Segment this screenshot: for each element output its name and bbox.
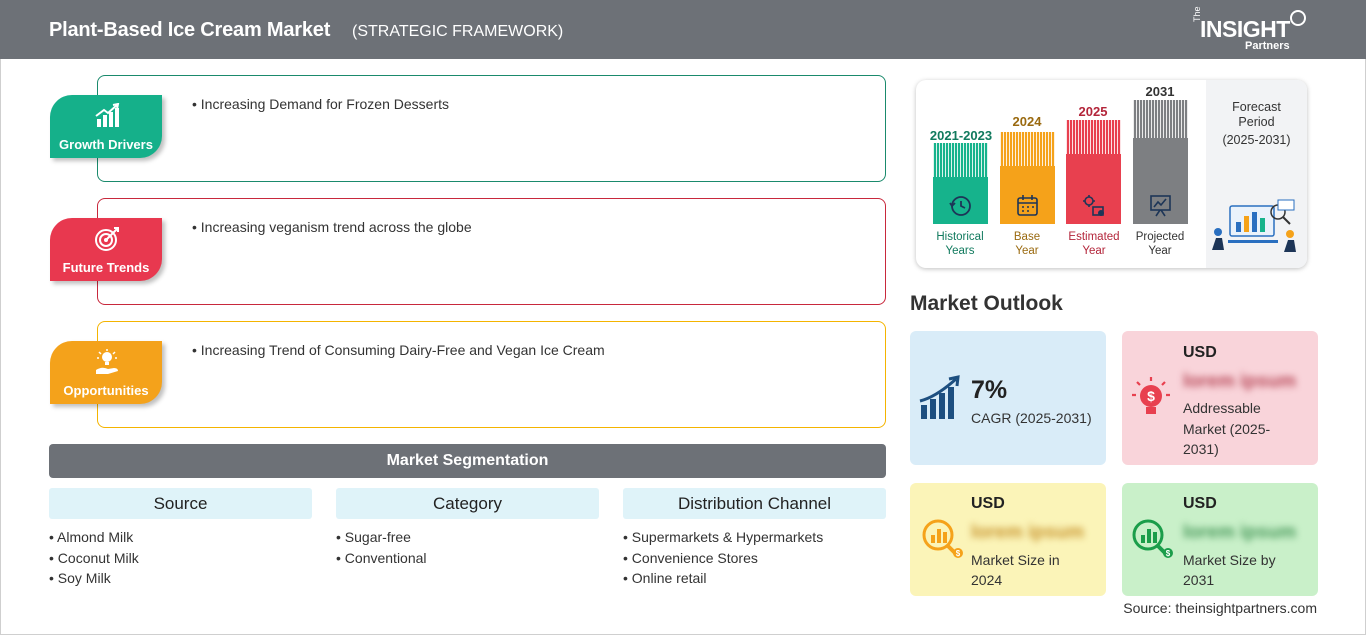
- segment-item: Online retail: [623, 568, 886, 589]
- card-bullet: • Increasing Trend of Consuming Dairy-Fr…: [192, 342, 605, 358]
- bar-year-historical: 2021-2023: [929, 128, 993, 143]
- bar-estimated: [1066, 120, 1121, 224]
- addressable-usd: USD: [1183, 344, 1217, 361]
- tag-growth-drivers: Growth Drivers: [50, 95, 162, 158]
- segment-item: Convenience Stores: [623, 548, 886, 569]
- card-growth-drivers: • Increasing Demand for Frozen Desserts: [97, 75, 886, 182]
- size-2024-label: 2024: [971, 572, 1003, 588]
- svg-text:$: $: [1166, 549, 1171, 558]
- bar-year-base: 2024: [1012, 114, 1042, 129]
- segment-category: Category Sugar-free Conventional: [336, 488, 599, 568]
- analytics-people-icon: [1212, 199, 1296, 252]
- lightbulb-hand-icon: [96, 349, 118, 374]
- page-title: Plant-Based Ice Cream Market: [49, 19, 331, 41]
- bar-year-estimated: 2025: [1078, 104, 1108, 119]
- insight-partners-logo[interactable]: The INSIGHT Partners: [1190, 6, 1310, 52]
- size-2024-usd: USD: [971, 495, 1005, 512]
- bar-projected: [1133, 100, 1188, 224]
- cagr-box: 7% CAGR (2025-2031): [910, 331, 1106, 465]
- tag-label: Future Trends: [62, 260, 150, 275]
- presentation-icon: [1150, 195, 1171, 217]
- bar-caption: Years: [945, 245, 975, 257]
- logo-partners: Partners: [1245, 40, 1290, 52]
- segment-item: Coconut Milk: [49, 548, 312, 569]
- source-credit: Source: theinsightpartners.com: [1123, 600, 1317, 616]
- forecast-range: (2025-2031): [1222, 133, 1291, 147]
- bar-caption: Year: [1148, 245, 1172, 257]
- bar-caption: Estimated: [1068, 231, 1120, 243]
- tag-label: Opportunities: [63, 383, 149, 398]
- segment-item: Supermarkets & Hypermarkets: [623, 527, 886, 548]
- bar-historical: [933, 143, 988, 224]
- growth-chart-icon: [95, 103, 120, 127]
- segment-head: Source: [49, 488, 312, 519]
- card-future-trends: • Increasing veganism trend across the g…: [97, 198, 886, 305]
- magnifier-chart-icon: $: [922, 519, 963, 558]
- addressable-label: Market (2025-: [1183, 421, 1271, 437]
- target-icon: [95, 227, 119, 251]
- bar-caption: Year: [1015, 245, 1039, 257]
- calendar-icon: [1017, 195, 1038, 216]
- card-bullet: • Increasing Demand for Frozen Desserts: [192, 96, 450, 112]
- bar-base: [1000, 132, 1055, 224]
- tag-opportunities: Opportunities: [50, 341, 162, 404]
- size-2031-label: Market Size by: [1183, 552, 1276, 568]
- size-2024-value: lorem ipsum: [971, 522, 1084, 543]
- segment-distribution-channel: Distribution Channel Supermarkets & Hype…: [623, 488, 886, 589]
- segment-item: Soy Milk: [49, 568, 312, 589]
- svg-text:$: $: [956, 549, 961, 558]
- segment-head: Distribution Channel: [623, 488, 886, 519]
- forecast-label: Forecast: [1232, 100, 1281, 114]
- timeline-panel: Forecast Period (2025-2031): [916, 80, 1307, 268]
- tag-label: Growth Drivers: [59, 137, 153, 152]
- cagr-label: CAGR (2025-2031): [971, 410, 1092, 426]
- rising-chart-icon: [919, 375, 960, 419]
- gear-chart-icon: [1083, 195, 1104, 216]
- addressable-label: Addressable: [1183, 400, 1261, 416]
- segment-item: Almond Milk: [49, 527, 312, 548]
- size-2024-label: Market Size in: [971, 552, 1060, 568]
- history-icon: [949, 196, 971, 216]
- svg-text:$: $: [1147, 388, 1155, 404]
- segment-source: Source Almond Milk Coconut Milk Soy Milk: [49, 488, 312, 589]
- size-2031-value: lorem ipsum: [1183, 522, 1296, 543]
- bar-caption: Historical: [936, 231, 984, 243]
- addressable-value: lorem ipsum: [1183, 371, 1296, 392]
- magnifier-chart-icon: $: [1132, 519, 1173, 558]
- tag-future-trends: Future Trends: [50, 218, 162, 281]
- page-subtitle: (STRATEGIC FRAMEWORK): [352, 23, 564, 40]
- logo-word: INSIGHT: [1200, 16, 1290, 42]
- segmentation-title: Market Segmentation: [49, 444, 886, 478]
- bar-year-projected: 2031: [1145, 84, 1175, 99]
- money-bulb-icon: $: [1132, 377, 1170, 414]
- segment-item: Conventional: [336, 548, 599, 569]
- bar-caption: Projected: [1135, 231, 1185, 243]
- size-2031-usd: USD: [1183, 495, 1217, 512]
- size-2031-label: 2031: [1183, 572, 1215, 588]
- addressable-market-box: $ USD lorem ipsum Addressable Market (20…: [1122, 331, 1318, 465]
- logo-ring-icon: [1290, 10, 1306, 26]
- card-opportunities: • Increasing Trend of Consuming Dairy-Fr…: [97, 321, 886, 428]
- forecast-label: Period: [1238, 115, 1275, 129]
- bar-caption: Base: [1013, 231, 1041, 243]
- market-outlook-title: Market Outlook: [910, 292, 1063, 315]
- header-bar: Plant-Based Ice Cream Market (STRATEGIC …: [0, 0, 1366, 59]
- addressable-label: 2031): [1183, 441, 1219, 457]
- cagr-value: 7%: [971, 376, 1008, 404]
- segment-item: Sugar-free: [336, 527, 599, 548]
- bar-caption: Year: [1082, 245, 1106, 257]
- segment-head: Category: [336, 488, 599, 519]
- market-size-2031-box: $ USD lorem ipsum Market Size by 2031: [1122, 483, 1318, 596]
- market-size-2024-box: $ USD lorem ipsum Market Size in 2024: [910, 483, 1106, 596]
- card-bullet: • Increasing veganism trend across the g…: [192, 219, 472, 235]
